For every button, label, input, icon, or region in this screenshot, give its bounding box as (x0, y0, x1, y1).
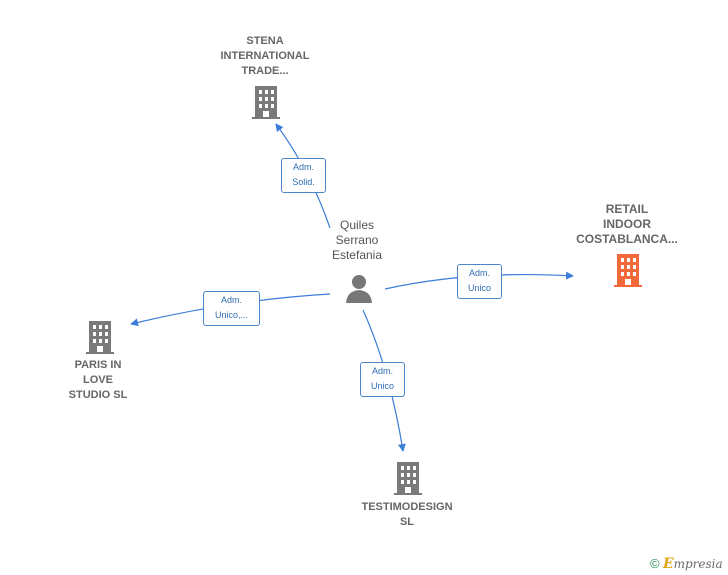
brand-logo[interactable]: © Empresia (650, 556, 723, 572)
person-label[interactable]: Quiles Serrano Estefania (317, 218, 397, 263)
company-label-line: STUDIO SL (68, 389, 128, 401)
role-badge-retail[interactable]: Adm. Unico (457, 264, 502, 299)
person-label-line: Quiles (339, 218, 374, 232)
building-icon[interactable] (250, 84, 282, 120)
role-badge-line: Adm. (468, 268, 490, 278)
company-label-line: INTERNATIONAL (220, 50, 310, 62)
company-label-testimo[interactable]: TESTIMODESIGN SL (347, 500, 467, 530)
company-label-line: TESTIMODESIGN (361, 501, 453, 513)
company-label-line: LOVE (83, 374, 113, 386)
building-icon[interactable] (84, 318, 116, 356)
person-label-line: Serrano (335, 233, 379, 247)
role-badge-line: Solid. (292, 177, 315, 187)
company-label-stena[interactable]: STENA INTERNATIONAL TRADE... (215, 34, 315, 79)
company-label-line: SL (399, 516, 415, 528)
role-badge-line: Adm. (220, 295, 242, 305)
role-badge-line: Unico (370, 381, 394, 391)
brand-initial: E (662, 556, 674, 572)
company-label-paris[interactable]: PARIS IN LOVE STUDIO SL (48, 358, 148, 403)
role-badge-line: Adm. (292, 162, 314, 172)
person-icon[interactable] (343, 272, 375, 304)
person-label-line: Estefania (331, 248, 383, 262)
company-label-line: TRADE... (241, 65, 289, 77)
role-badge-testimo[interactable]: Adm. Unico (360, 362, 405, 397)
company-label-line: INDOOR (603, 217, 651, 231)
role-badge-line: Unico,... (214, 310, 248, 320)
company-label-retail[interactable]: RETAIL INDOOR COSTABLANCA... (565, 202, 689, 247)
building-icon[interactable] (392, 459, 424, 497)
role-badge-line: Adm. (371, 366, 393, 376)
role-badge-paris[interactable]: Adm. Unico,... (203, 291, 260, 326)
role-badge-stena[interactable]: Adm. Solid. (281, 158, 326, 193)
building-icon-highlight[interactable] (612, 252, 644, 288)
company-label-line: STENA (246, 35, 284, 47)
company-label-line: RETAIL (605, 202, 649, 216)
company-label-line: PARIS IN (74, 359, 122, 371)
company-label-line: COSTABLANCA... (576, 232, 678, 246)
brand-name: mpresia (673, 557, 723, 571)
role-badge-line: Unico (467, 283, 491, 293)
copyright-icon: © (650, 556, 660, 571)
